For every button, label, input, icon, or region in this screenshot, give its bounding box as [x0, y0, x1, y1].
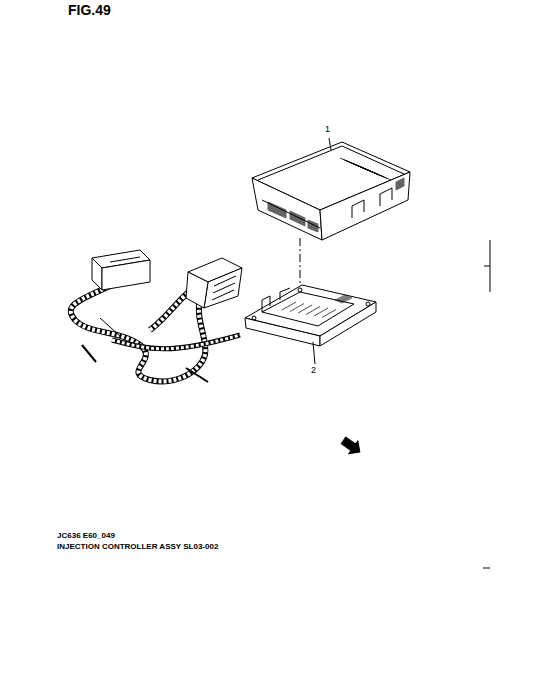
figure-title: FIG.49: [68, 2, 111, 18]
controller-base: [245, 285, 376, 346]
assembly-line: [300, 238, 301, 292]
wiring-harness: [71, 250, 242, 382]
drawing-code: JC636 E60_049: [57, 531, 115, 540]
assembly-caption: INJECTION CONTROLLER ASSY SL03-002: [57, 542, 218, 551]
leader-line: [329, 138, 331, 150]
margin-mark: [484, 266, 490, 267]
callout-number: 1: [325, 124, 330, 134]
callout-number: 2: [311, 365, 316, 375]
controller-cover: [252, 142, 410, 240]
leader-line: [313, 342, 315, 364]
margin-mark: [483, 568, 490, 569]
front-arrow-icon: [339, 434, 365, 459]
